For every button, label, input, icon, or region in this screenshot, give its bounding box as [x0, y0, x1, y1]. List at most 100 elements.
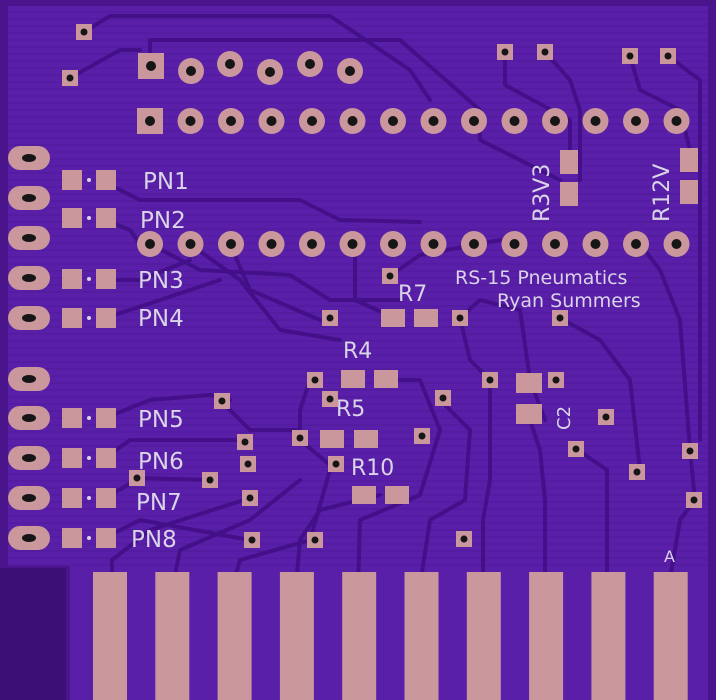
- r5-pad-b: [354, 430, 378, 448]
- polarity-dot: [87, 277, 91, 281]
- pin-drill: [388, 239, 398, 249]
- label-r7: R7: [398, 282, 427, 307]
- board-title: RS-15 Pneumatics: [455, 267, 627, 289]
- vias: [62, 24, 702, 548]
- pin-drill: [469, 116, 479, 126]
- pin-drill: [226, 116, 236, 126]
- oval-drill: [22, 375, 36, 383]
- oval-drill: [22, 274, 36, 282]
- pad-cathode: [62, 528, 82, 548]
- via-drill: [326, 395, 334, 403]
- pad-anode: [96, 448, 116, 468]
- pin-drill: [185, 116, 196, 126]
- edge-finger: [279, 572, 314, 700]
- oval-drill: [22, 494, 36, 502]
- pin-drill: [145, 239, 155, 249]
- pad-cathode: [62, 488, 82, 508]
- pin-drill: [590, 116, 601, 126]
- pin-label-pn2: PN2: [140, 208, 186, 234]
- edge-finger: [217, 572, 252, 700]
- oval-drill: [22, 194, 36, 202]
- c2-pad-b: [516, 404, 542, 424]
- via-drill: [501, 48, 509, 56]
- pad-cathode: [62, 208, 82, 228]
- r5-pad-a: [320, 430, 344, 448]
- header-top-row: [138, 51, 363, 85]
- via-drill: [602, 413, 610, 421]
- pad-anode: [96, 488, 116, 508]
- via-drill: [311, 536, 319, 544]
- pin-drill: [307, 116, 317, 126]
- edge-finger: [93, 572, 127, 700]
- pin-pad-pairs: [62, 170, 116, 548]
- oval-drill: [22, 414, 36, 422]
- edge-finger: [466, 572, 501, 700]
- pin-label-pn3: PN3: [138, 268, 184, 294]
- pad-anode: [96, 269, 116, 289]
- via-drill: [486, 376, 494, 384]
- edge-finger: [529, 572, 564, 700]
- header-row-2: [137, 108, 690, 134]
- via-drill: [296, 434, 304, 442]
- via-drill: [244, 460, 252, 468]
- pad-anode: [96, 308, 116, 328]
- pin-drill: [146, 61, 156, 71]
- pin-drill: [347, 239, 358, 249]
- header-row-3: [137, 231, 690, 257]
- via-drill: [664, 52, 672, 60]
- via-drill: [690, 496, 698, 504]
- via-drill: [556, 314, 564, 322]
- polarity-dot: [87, 216, 91, 220]
- via-drill: [456, 314, 464, 322]
- label-r3v3: R3V3: [530, 164, 555, 222]
- r12v-pad-b: [680, 180, 698, 204]
- pin-drill: [186, 66, 196, 76]
- via-drill: [218, 397, 226, 405]
- via-drill: [326, 314, 334, 322]
- r10-pad-a: [352, 486, 376, 504]
- edge-finger: [653, 572, 688, 700]
- via-drill: [460, 535, 468, 543]
- pin-drill: [509, 239, 520, 249]
- pin-drill: [590, 239, 601, 249]
- board-author: Ryan Summers: [497, 290, 641, 312]
- edge-finger: [342, 572, 377, 700]
- r4-pad-b: [374, 370, 398, 388]
- pin-drill: [185, 239, 196, 249]
- pin-drill: [428, 239, 439, 249]
- smd-pads: [320, 148, 698, 504]
- pin-drill: [345, 66, 355, 76]
- via-drill: [133, 474, 141, 482]
- r4-pad-a: [341, 370, 365, 388]
- label-r12v: R12V: [650, 164, 675, 222]
- polarity-dot: [87, 536, 91, 540]
- pad-anode: [96, 408, 116, 428]
- oval-drill: [22, 314, 36, 322]
- r3v3-pad-a: [560, 150, 578, 174]
- pin-label-pn4: PN4: [138, 306, 184, 332]
- r7-pad-a: [381, 309, 405, 327]
- pad-cathode: [62, 269, 82, 289]
- pin-label-pn8: PN8: [131, 527, 177, 553]
- silkscreen: PN1 PN2 PN3 PN4 PN5 PN6 PN7 PN8 R7 R4 R5…: [131, 164, 675, 566]
- pin-drill: [509, 116, 520, 126]
- oval-drill: [22, 234, 36, 242]
- via-drill: [206, 476, 214, 484]
- via-drill: [246, 494, 254, 502]
- label-r10: R10: [351, 456, 394, 481]
- via-drill: [626, 52, 634, 60]
- polarity-dot: [87, 496, 91, 500]
- pin-drill: [671, 116, 682, 126]
- via-drill: [541, 48, 549, 56]
- pin-drill: [266, 239, 277, 249]
- r10-pad-b: [385, 486, 409, 504]
- polarity-dot: [87, 316, 91, 320]
- pin-drill: [265, 67, 275, 77]
- via-drill: [332, 460, 340, 468]
- pin-label-pn6: PN6: [138, 449, 184, 475]
- via-drill: [633, 468, 641, 476]
- label-r5: R5: [336, 397, 365, 422]
- pin-label-pn1: PN1: [143, 169, 189, 195]
- pin-drill: [671, 239, 682, 249]
